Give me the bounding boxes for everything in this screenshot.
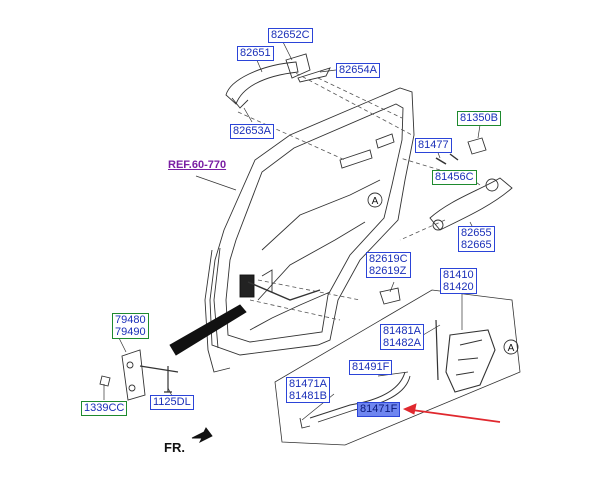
door-panel-line-3 <box>249 291 331 331</box>
front-direction-label: FR. <box>164 440 185 455</box>
handle-cover <box>285 53 311 79</box>
callout-82655-82665[interactable]: 82655 82665 <box>458 226 495 252</box>
outer-handle-frame <box>429 177 513 231</box>
seal-pad <box>379 287 401 305</box>
callout-79490: 79490 <box>115 326 146 338</box>
callout-1339CC[interactable]: 1339CC <box>81 401 128 416</box>
callout-82654A[interactable]: 82654A <box>336 63 380 78</box>
callout-82665: 82665 <box>461 239 492 251</box>
callout-81471F-highlighted[interactable]: 81471F <box>357 402 401 417</box>
callout-81481A: 81481A <box>383 325 421 337</box>
callout-79480: 79480 <box>115 314 146 326</box>
cable-81471F <box>299 417 311 429</box>
red-pointer-arrow <box>411 409 501 423</box>
callout-82651[interactable]: 82651 <box>237 46 274 61</box>
callout-1125DL[interactable]: 1125DL <box>150 395 194 410</box>
callout-81481[interactable]: 81481A 81482A <box>380 324 424 350</box>
callout-81482A: 81482A <box>383 337 421 349</box>
callout-81481B: 81481B <box>289 390 327 402</box>
detail-marker-door-label: A <box>372 196 379 207</box>
callout-82652C[interactable]: 82652C <box>268 28 313 43</box>
callout-82653A[interactable]: 82653A <box>230 124 274 139</box>
detail-marker-latch-label: A <box>508 343 515 354</box>
door-latch <box>445 329 496 393</box>
callout-81477[interactable]: 81477 <box>415 138 452 153</box>
callout-81471[interactable]: 81471A 81481B <box>286 377 330 403</box>
callout-82655: 82655 <box>461 227 492 239</box>
handle-cap <box>297 67 331 83</box>
check-strap <box>169 304 247 356</box>
callout-81410: 81410 <box>443 269 474 281</box>
callout-81420: 81420 <box>443 281 474 293</box>
cable-81491F <box>309 371 406 419</box>
door-panel-line-2 <box>257 221 366 301</box>
ref-link-60-770[interactable]: REF.60-770 <box>168 159 227 171</box>
door-checker <box>121 349 146 401</box>
latch-box <box>274 289 521 446</box>
callout-81410-81420[interactable]: 81410 81420 <box>440 268 477 294</box>
callout-81491F[interactable]: 81491F <box>349 360 393 375</box>
callout-81471A: 81471A <box>289 378 327 390</box>
detail-marker-latch <box>503 339 519 355</box>
outside-handle <box>225 61 299 105</box>
callout-82619[interactable]: 82619C 82619Z <box>366 252 411 278</box>
callout-81456C[interactable]: 81456C <box>432 170 477 185</box>
front-arrow-icon <box>191 427 213 444</box>
callout-79480-79490[interactable]: 79480 79490 <box>112 313 149 339</box>
callout-82619Z: 82619Z <box>369 265 407 277</box>
callout-81350B[interactable]: 81350B <box>457 111 501 126</box>
callout-82619C: 82619C <box>369 253 408 265</box>
detail-marker-door <box>367 192 383 208</box>
inner-handle <box>339 149 373 169</box>
door-panel-line <box>261 179 381 251</box>
